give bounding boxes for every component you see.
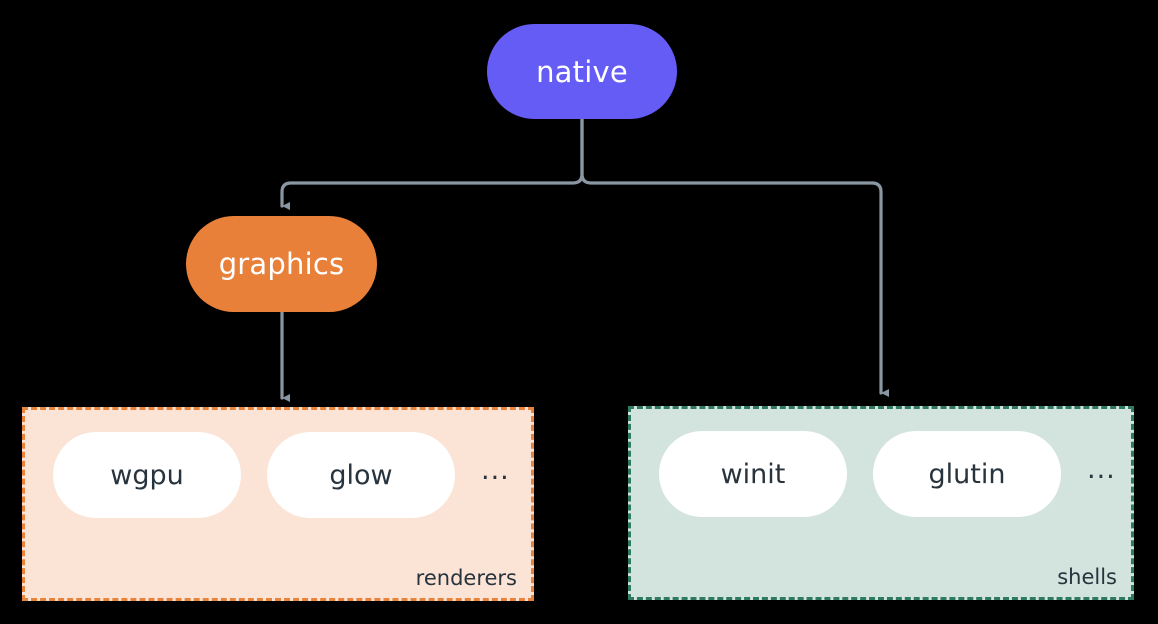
pill-wgpu[interactable]: wgpu [53, 432, 241, 518]
group-shells[interactable]: winit glutin ... shells [628, 406, 1134, 600]
pill-winit[interactable]: winit [659, 431, 847, 517]
group-renderers-label: renderers [415, 566, 517, 590]
edge-native-to-graphics [280, 117, 584, 210]
node-graphics-label: graphics [218, 247, 345, 281]
renderers-ellipsis: ... [481, 454, 510, 486]
group-shells-label: shells [1057, 565, 1117, 589]
group-renderers[interactable]: wgpu glow ... renderers [22, 407, 534, 601]
node-native[interactable]: native [487, 24, 677, 119]
node-native-label: native [536, 54, 628, 89]
pill-glow[interactable]: glow [267, 432, 455, 518]
pill-glow-label: glow [329, 459, 393, 491]
pill-winit-label: winit [720, 458, 786, 490]
group-renderers-items: wgpu glow ... [25, 432, 531, 518]
pill-glutin-label: glutin [928, 458, 1006, 490]
edge-native-to-shells [580, 117, 889, 397]
group-shells-items: winit glutin ... [631, 431, 1131, 517]
pill-wgpu-label: wgpu [110, 459, 184, 491]
pill-glutin[interactable]: glutin [873, 431, 1061, 517]
shells-ellipsis: ... [1087, 453, 1116, 485]
node-graphics[interactable]: graphics [186, 216, 377, 312]
